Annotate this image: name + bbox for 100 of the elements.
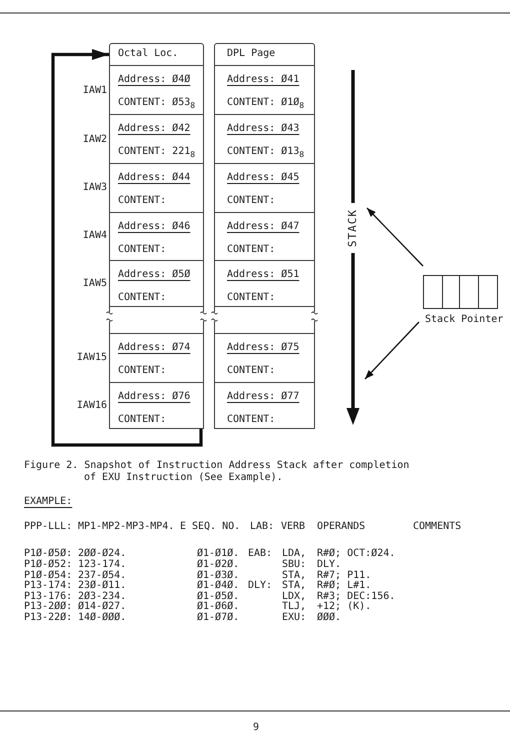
listing-text: ØØØ. [317, 613, 342, 623]
listing-text: P1Ø-Ø5Ø: [24, 549, 72, 559]
pointer-arrow [366, 208, 424, 266]
content-text: CONTENT: [227, 414, 276, 426]
return-arrow [51, 49, 203, 447]
content-text: CONTENT: [118, 195, 166, 207]
listing-text: LDX, [282, 592, 306, 602]
content-text: CONTENT: [227, 244, 276, 256]
listing-text: P13-176: [24, 592, 72, 602]
column-heading: VERB [281, 522, 306, 532]
stack-entry [109, 114, 204, 164]
column-heading: MP1-MP2-MP3-MP4. [78, 522, 174, 532]
content-text: CONTENT: [227, 195, 276, 207]
listing-text: Ø14-Ø27. [78, 602, 126, 612]
content-text: CONTENT: [227, 292, 276, 304]
listing-text: Ø1-Ø1Ø. [197, 549, 240, 559]
listing-text: STA, [282, 571, 306, 581]
address-text: Address: Ø47 [227, 221, 300, 233]
pointer-arrow [364, 322, 420, 380]
listing-text: R#3; DEC:156. [317, 592, 396, 602]
column-heading: OPERANDS [317, 522, 366, 532]
address-text: Address: Ø46 [118, 221, 190, 233]
listing-text: P13-2ØØ: [24, 602, 72, 612]
listing-text: P1Ø-Ø52: [24, 560, 72, 570]
table-header [109, 43, 204, 66]
content-text: CONTENT: Ø1Ø$_{8}$ [227, 97, 304, 109]
listing-text: EXU: [282, 613, 306, 623]
listing-text: R#Ø; L#1. [317, 581, 372, 591]
content-text: CONTENT: Ø13$_{8}$ [227, 146, 304, 158]
listing-text: STA, [282, 581, 306, 591]
stack-entry [214, 382, 315, 429]
listing-text: SBU: [282, 560, 306, 570]
address-text: Address: Ø5Ø [118, 269, 190, 281]
listing-text: 2ØØ-Ø24. [78, 549, 126, 559]
stack-label: STACK [347, 208, 359, 248]
column-heading: PPP-LLL: [24, 522, 72, 532]
listing-text: Ø1-Ø3Ø. [197, 571, 240, 581]
listing-text: Ø1-Ø2Ø. [197, 560, 240, 570]
listing-text: 123-174. [78, 560, 126, 570]
listing-text: Ø1-Ø5Ø. [197, 592, 240, 602]
stack-entry [214, 333, 315, 383]
row-label: IAW2 [82, 134, 107, 146]
address-text: Address: Ø41 [227, 74, 300, 86]
listing-text: LDA, [282, 549, 306, 559]
address-text: Address: Ø76 [118, 391, 190, 403]
column-heading: SEQ. NO. [192, 522, 240, 532]
listing-text: 23Ø-Ø11. [78, 581, 126, 591]
stack-entry [109, 163, 204, 213]
address-text: Address: Ø42 [118, 123, 190, 135]
listing-text: DLY. [317, 560, 342, 570]
listing-text: R#7; P11. [317, 571, 372, 581]
figure-caption: Figure 2. Snapshot of Instruction Address Stack after completion of EXU Instruction (See Example). [24, 460, 410, 484]
listing-text: 237-Ø54. [78, 571, 126, 581]
listing-text: Ø1-Ø4Ø. [197, 581, 240, 591]
address-text: Address: Ø43 [227, 123, 300, 135]
stack-entry [214, 65, 315, 115]
row-label: IAW3 [82, 182, 107, 194]
address-text: Address: Ø44 [118, 172, 190, 184]
stack-entry [109, 212, 204, 261]
listing-text: P1Ø-Ø54: [24, 571, 72, 581]
content-text: CONTENT: [227, 365, 276, 377]
content-text: CONTENT: [118, 365, 166, 377]
listing-text: 2Ø3-234. [78, 592, 126, 602]
row-label: IAW5 [82, 278, 107, 290]
content-text: CONTENT: [118, 292, 166, 304]
content-text: CONTENT: Ø53$_{8}$ [118, 97, 196, 109]
stack-entry [109, 65, 204, 115]
section-heading: EXAMPLE: [24, 496, 72, 508]
listing-text: R#Ø; OCT:Ø24. [317, 549, 396, 559]
column-heading: DPL Page [227, 48, 276, 60]
listing-text: +12; (K). [317, 602, 372, 612]
address-text: Address: Ø74 [118, 342, 190, 354]
address-text: Address: Ø45 [227, 172, 300, 184]
row-label: IAW15 [76, 352, 107, 364]
stack-entry [214, 212, 315, 261]
stack-entry [109, 333, 204, 383]
stack-entry [109, 382, 204, 429]
listing-text: DLY: [248, 581, 272, 591]
listing-text: TLJ, [282, 602, 306, 612]
column-heading: COMMENTS [413, 522, 462, 532]
stack-entry [214, 114, 315, 164]
address-text: Address: Ø75 [227, 342, 300, 354]
content-text: CONTENT: 221$_{8}$ [118, 146, 196, 158]
listing-text: EAB: [248, 549, 272, 559]
column-heading: E [180, 522, 186, 532]
content-text: CONTENT: [118, 244, 166, 256]
row-label: IAW4 [82, 230, 107, 242]
address-text: Address: Ø4Ø [118, 74, 190, 86]
content-text: CONTENT: [118, 414, 166, 426]
page-number: 9 [253, 722, 260, 734]
listing-text: P13-174: [24, 581, 72, 591]
column-heading: Octal Loc. [118, 48, 178, 60]
row-label: IAW16 [76, 400, 107, 412]
address-text: Address: Ø51 [227, 269, 300, 281]
listing-text: Ø1-Ø7Ø. [197, 613, 240, 623]
listing-text: 14Ø-ØØØ. [78, 613, 126, 623]
listing-text: P13-22Ø: [24, 613, 72, 623]
stack-entry [214, 163, 315, 213]
row-label: IAW1 [82, 85, 107, 97]
stack-entry [214, 260, 315, 307]
